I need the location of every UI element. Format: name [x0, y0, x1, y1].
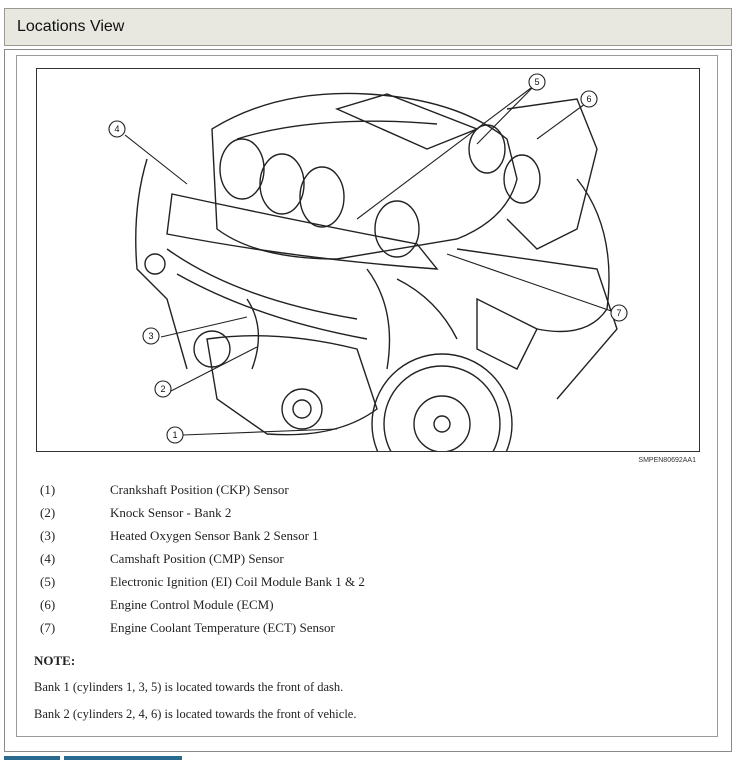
- legend-number: (2): [40, 505, 56, 520]
- legend-text: Crankshaft Position (CKP) Sensor: [110, 482, 289, 497]
- callout-1: 1: [172, 430, 177, 440]
- callout-3: 3: [148, 331, 153, 341]
- figure-code: SMPEN80692AA1: [638, 457, 696, 464]
- legend-text: Engine Control Module (ECM): [110, 597, 274, 612]
- bottom-tab-1[interactable]: [4, 756, 60, 760]
- legend-item: (1) Crankshaft Position (CKP) Sensor: [40, 482, 680, 505]
- legend-item: (7) Engine Coolant Temperature (ECT) Sen…: [40, 620, 680, 643]
- note-line-2: Bank 2 (cylinders 2, 4, 6) is located to…: [34, 707, 357, 721]
- callout-7: 7: [616, 308, 621, 318]
- callout-6: 6: [586, 94, 591, 104]
- engine-illustration: 4 5 6 7 3 2 1: [36, 68, 700, 452]
- callout-5: 5: [534, 77, 539, 87]
- legend-text: Knock Sensor - Bank 2: [110, 505, 232, 520]
- legend-text: Electronic Ignition (EI) Coil Module Ban…: [110, 574, 365, 589]
- callout-2: 2: [160, 384, 165, 394]
- bottom-tab-2[interactable]: [64, 756, 182, 760]
- legend-list: (1) Crankshaft Position (CKP) Sensor (2)…: [40, 482, 680, 643]
- note-heading: NOTE:: [34, 653, 76, 668]
- section-title: Locations View: [17, 18, 125, 35]
- legend-text: Engine Coolant Temperature (ECT) Sensor: [110, 620, 335, 635]
- note-line-1: Bank 1 (cylinders 1, 3, 5) is located to…: [34, 680, 344, 694]
- legend-number: (3): [40, 528, 56, 543]
- section-header: Locations View: [4, 8, 732, 46]
- legend-item: (6) Engine Control Module (ECM): [40, 597, 680, 620]
- legend-number: (5): [40, 574, 56, 589]
- legend-number: (4): [40, 551, 56, 566]
- legend-text: Camshaft Position (CMP) Sensor: [110, 551, 284, 566]
- legend-item: (3) Heated Oxygen Sensor Bank 2 Sensor 1: [40, 528, 680, 551]
- legend-text: Heated Oxygen Sensor Bank 2 Sensor 1: [110, 528, 319, 543]
- engine-line-drawing: 4 5 6 7 3 2 1: [108, 73, 628, 451]
- legend-number: (7): [40, 620, 56, 635]
- legend-item: (5) Electronic Ignition (EI) Coil Module…: [40, 574, 680, 597]
- legend-number: (6): [40, 597, 56, 612]
- legend-item: (2) Knock Sensor - Bank 2: [40, 505, 680, 528]
- legend-item: (4) Camshaft Position (CMP) Sensor: [40, 551, 680, 574]
- legend-number: (1): [40, 482, 56, 497]
- callout-4: 4: [114, 124, 119, 134]
